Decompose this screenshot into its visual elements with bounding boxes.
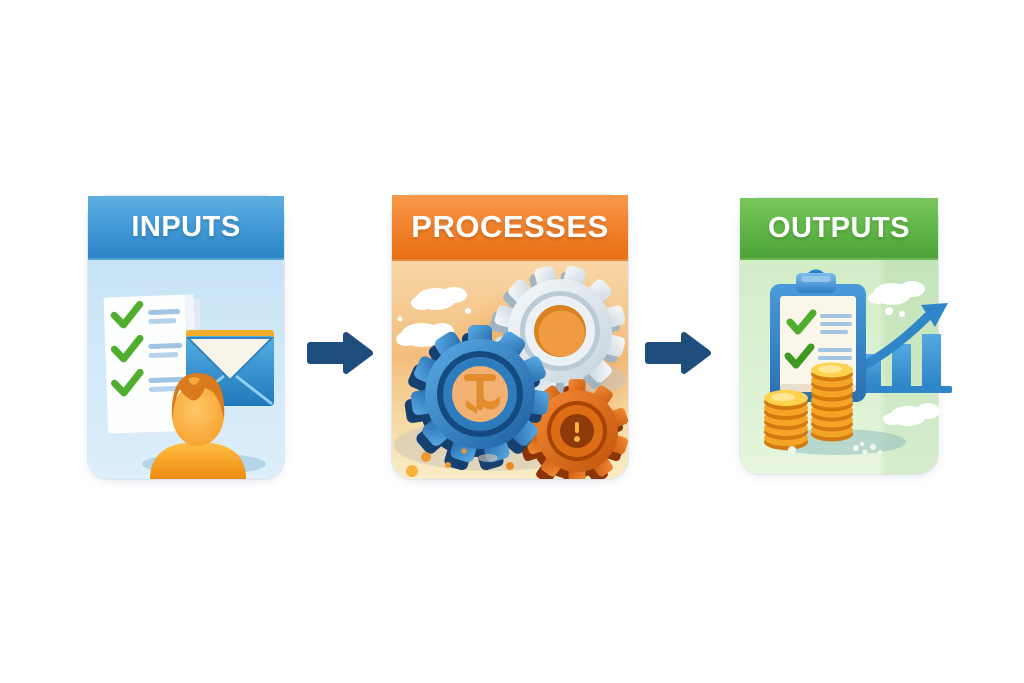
card-inputs-title: INPUTS <box>131 210 241 243</box>
outputs-illustration <box>764 269 952 455</box>
arrow-right-icon <box>645 332 711 374</box>
card-inputs-clip <box>88 196 284 479</box>
card-outputs-title: OUTPUTS <box>767 211 911 244</box>
inputs-illustration <box>103 294 275 479</box>
card-processes-clip <box>392 195 628 479</box>
cloud-icon <box>396 287 471 347</box>
processes-illustration <box>394 265 628 479</box>
cloud-icon <box>883 403 940 426</box>
white-gear-icon <box>489 265 626 403</box>
card-processes-title: PROCESSES <box>411 209 609 244</box>
card-outputs-header: OUTPUTS <box>740 198 938 260</box>
anchor-glyph <box>464 374 500 414</box>
card-outputs: OUTPUTS <box>740 198 952 474</box>
coin-stack-icon <box>764 362 853 450</box>
card-processes-header: PROCESSES <box>392 195 628 261</box>
checkmark-icon <box>110 300 144 397</box>
checkmark-icon <box>784 309 817 369</box>
blue-gear-icon <box>404 325 550 471</box>
person-icon <box>150 373 246 479</box>
paint-splats <box>406 448 514 477</box>
card-inputs-header: INPUTS <box>88 196 284 260</box>
arrow-right-icon <box>307 332 373 374</box>
card-processes: PROCESSES <box>392 195 628 479</box>
cloud-icon <box>868 281 925 317</box>
text-lines <box>148 309 185 392</box>
speckle-dots <box>788 442 882 455</box>
card-inputs: INPUTS <box>88 196 284 479</box>
